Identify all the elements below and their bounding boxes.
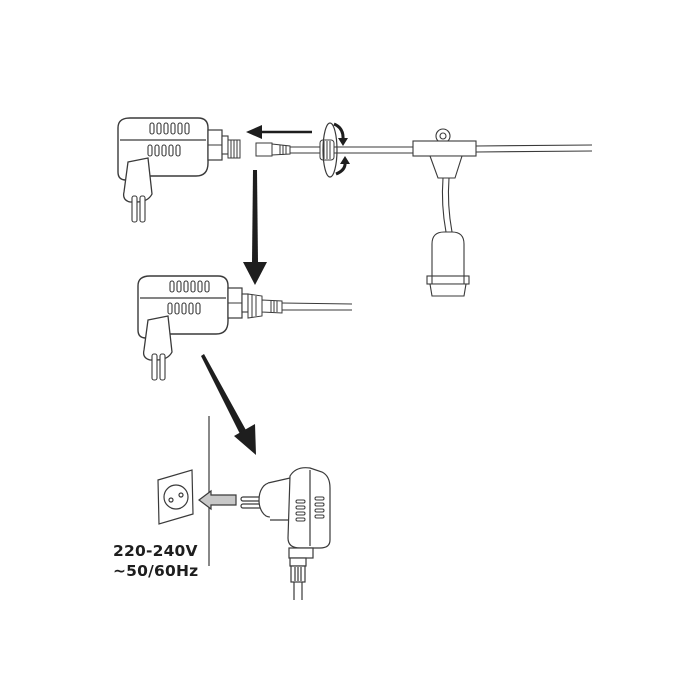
power-rating-label: 220-240V ~50/60Hz <box>113 541 198 581</box>
insert-arrow-icon <box>198 489 237 511</box>
voltage-text: 220-240V <box>113 542 198 560</box>
arrow-down-icon <box>243 170 267 285</box>
rotate-arrows-icon <box>322 122 350 178</box>
step1-adapter <box>117 117 241 223</box>
wall-socket-icon <box>157 469 194 525</box>
step2-adapter-connected <box>137 275 353 381</box>
lamp-socket-icon <box>412 128 593 297</box>
cable-connector-icon <box>255 139 420 161</box>
arrow-left-icon <box>246 125 312 139</box>
frequency-text: ~50/60Hz <box>113 562 199 580</box>
threaded-connector-icon <box>227 139 241 159</box>
step3-adapter <box>240 467 331 600</box>
arrow-diagonal-icon <box>201 354 256 455</box>
